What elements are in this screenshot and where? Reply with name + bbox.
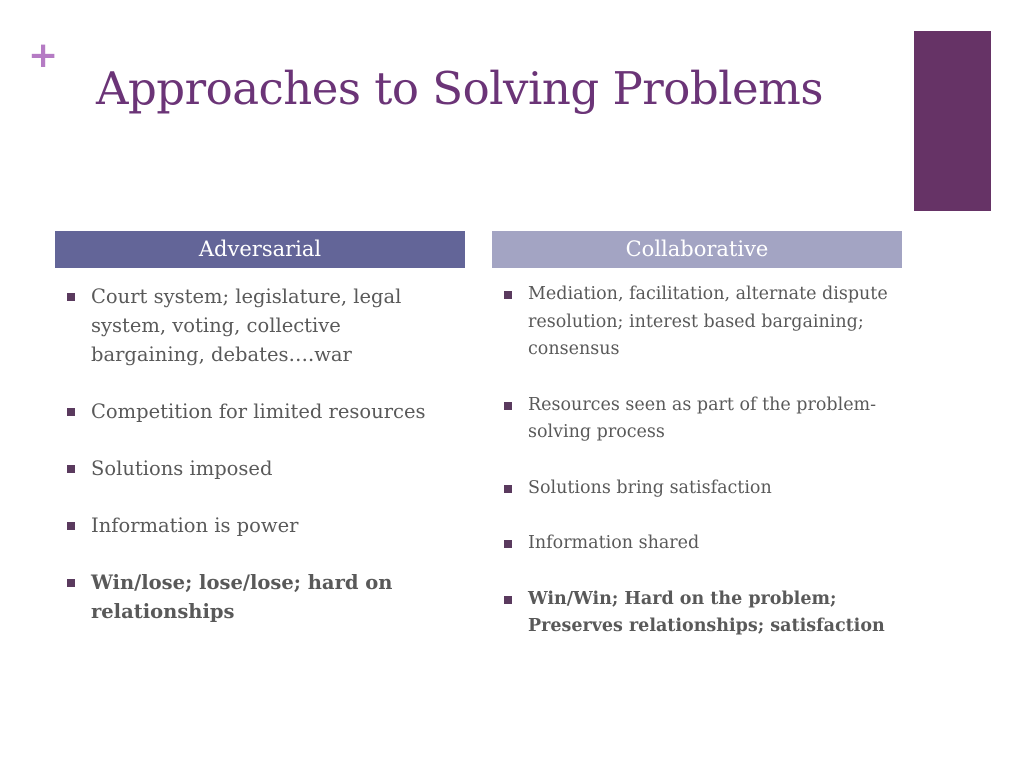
list-item-text: Win/lose; lose/lose; hard on relationshi… [91,571,393,623]
square-bullet-icon [504,540,512,548]
list-item-text: Information shared [528,533,700,553]
list-item: Mediation, facilitation, alternate dispu… [503,281,898,364]
plus-icon: + [28,35,59,76]
square-bullet-icon [67,465,75,473]
list-item: Win/Win; Hard on the problem; Preserves … [503,586,898,641]
adversarial-list: Court system; legislature, legal system,… [66,282,456,654]
list-item-text: Win/Win; Hard on the problem; Preserves … [528,588,885,637]
list-item: Solutions bring satisfaction [503,475,898,503]
list-item-text: Competition for limited resources [91,400,426,423]
list-item: Competition for limited resources [66,397,456,426]
list-item: Win/lose; lose/lose; hard on relationshi… [66,568,456,626]
accent-bar [914,31,991,211]
square-bullet-icon [504,291,512,299]
list-item-text: Resources seen as part of the problem-so… [528,394,877,443]
list-item-text: Court system; legislature, legal system,… [91,285,402,366]
list-item: Information shared [503,530,898,558]
list-item: Resources seen as part of the problem-so… [503,392,898,447]
square-bullet-icon [504,595,512,604]
square-bullet-icon [67,579,75,587]
list-item: Information is power [66,511,456,540]
collaborative-list: Mediation, facilitation, alternate dispu… [503,281,898,669]
square-bullet-icon [67,408,75,416]
list-item-text: Solutions imposed [91,457,273,480]
list-item-text: Information is power [91,514,299,537]
square-bullet-icon [67,522,75,530]
square-bullet-icon [67,293,75,301]
collaborative-header: Collaborative [492,231,902,268]
square-bullet-icon [504,484,512,493]
page-title: Approaches to Solving Problems [96,62,823,115]
list-item-text: Solutions bring satisfaction [528,477,772,498]
list-item: Solutions imposed [66,454,456,483]
list-item-text: Mediation, facilitation, alternate dispu… [528,284,888,359]
square-bullet-icon [504,401,512,410]
list-item: Court system; legislature, legal system,… [66,282,456,369]
adversarial-header: Adversarial [55,231,465,268]
